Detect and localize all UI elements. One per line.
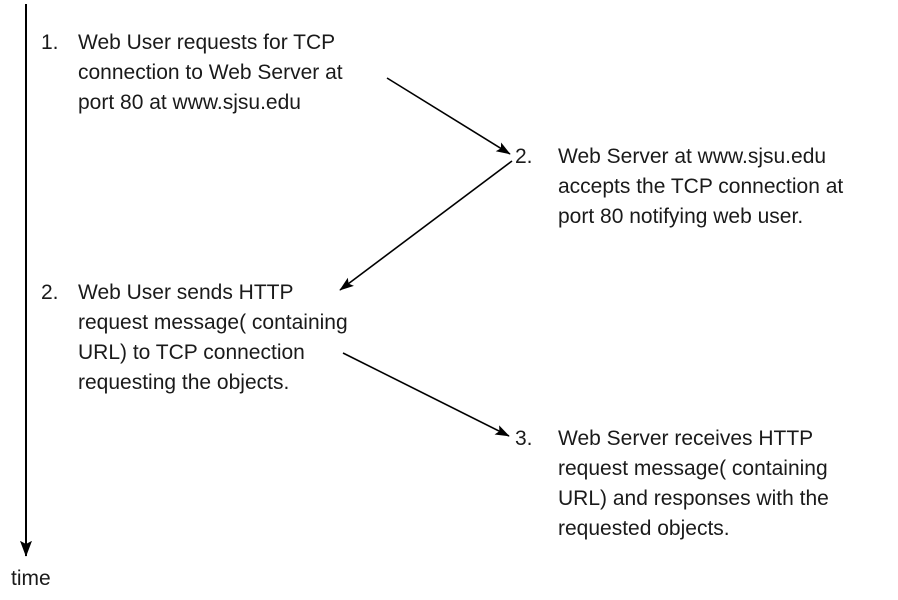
step-number: 1. — [41, 31, 59, 54]
step-text: Web Server receives HTTP request message… — [558, 424, 829, 544]
arrow-user-to-server-tcp-request — [386, 77, 511, 155]
step-text-line: requesting the objects. — [78, 371, 290, 394]
step-text: Web User sends HTTP request message( con… — [78, 278, 348, 398]
step-text-line: port 80 at www.sjsu.edu — [78, 91, 301, 114]
step-text-line: Web User sends HTTP — [78, 281, 294, 304]
time-axis-label: time — [11, 567, 51, 590]
step-text-line: accepts the TCP connection at — [558, 175, 844, 198]
step-number: 3. — [515, 427, 533, 450]
step-number: 2. — [41, 281, 59, 304]
step-text-line: Web Server receives HTTP — [558, 427, 814, 450]
step-text-line: request message( containing — [78, 311, 348, 334]
arrow-server-to-user-tcp-accept — [339, 160, 513, 291]
arrow-user-to-server-http-request — [342, 352, 510, 437]
step-number: 2. — [515, 145, 533, 168]
step-text-line: URL) to TCP connection — [78, 341, 305, 364]
step-text-line: request message( containing — [558, 457, 828, 480]
step-item-2-server: 2. Web Server at www.sjsu.edu accepts th… — [515, 142, 843, 232]
step-text-line: Web User requests for TCP — [78, 31, 336, 54]
step-text-line: requested objects. — [558, 517, 730, 540]
step-text-line: port 80 notifying web user. — [558, 205, 804, 228]
step-item-2-user: 2. Web User sends HTTP request message( … — [41, 278, 348, 398]
step-text: Web User requests for TCP connection to … — [78, 28, 343, 118]
step-text: Web Server at www.sjsu.edu accepts the T… — [558, 142, 843, 232]
step-text-line: connection to Web Server at — [78, 61, 343, 84]
step-text-line: Web Server at www.sjsu.edu — [558, 145, 827, 168]
step-item-1: 1. Web User requests for TCP connection … — [41, 28, 343, 118]
step-item-3-server: 3. Web Server receives HTTP request mess… — [515, 424, 829, 544]
step-text-line: URL) and responses with the — [558, 487, 829, 510]
